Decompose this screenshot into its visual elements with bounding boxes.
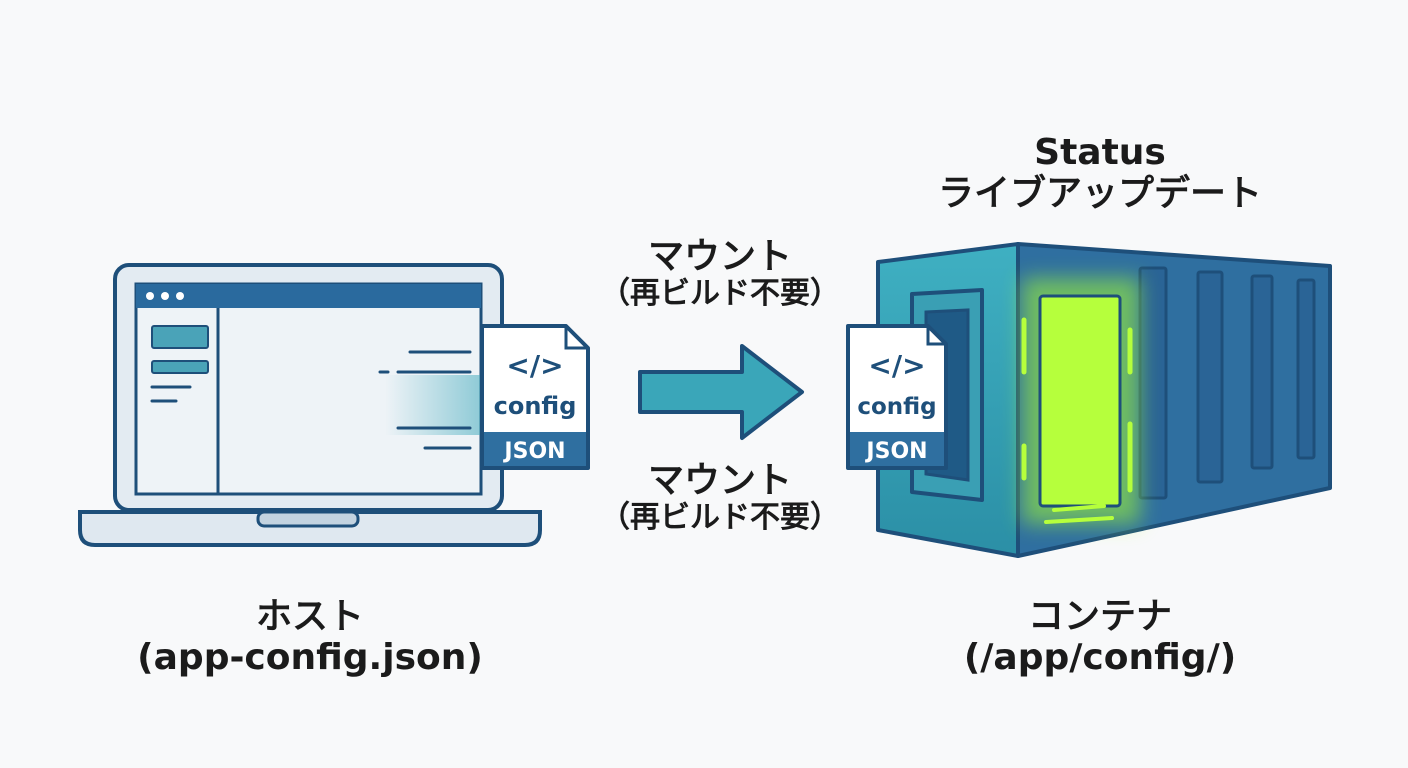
config-code-glyph: </> — [506, 349, 563, 382]
container-icon — [876, 242, 1332, 558]
container-path: (/app/config/) — [963, 637, 1237, 679]
container-config-file-name: config — [857, 394, 936, 420]
config-file-type: JSON — [502, 439, 565, 464]
mount-label-bottom: マウント （再ビルド不要） — [570, 460, 870, 536]
laptop-icon — [78, 263, 542, 547]
config-file-name: config — [494, 392, 577, 420]
container-title: コンテナ — [1027, 596, 1172, 637]
host-title: ホスト — [255, 596, 364, 637]
mount-label-top: マウント （再ビルド不要） — [570, 236, 870, 312]
status-title: Status — [1034, 132, 1166, 173]
mount-label-top-note: （再ビルド不要） — [600, 276, 840, 312]
config-file-icon: </> config JSON — [480, 324, 590, 470]
container-config-code-glyph: </> — [868, 349, 925, 382]
container-config-file-type: JSON — [864, 439, 927, 464]
status-subtitle: ライブアップデート — [937, 173, 1262, 215]
mount-label-bottom-note: （再ビルド不要） — [600, 500, 840, 536]
host-label: ホスト (app-config.json) — [130, 596, 490, 679]
mount-label-bottom-title: マウント — [647, 460, 792, 501]
container-config-file-icon: </> config JSON — [846, 324, 948, 470]
mount-label-top-title: マウント — [647, 236, 792, 277]
status-indicator — [1038, 294, 1122, 508]
container-label: コンテナ (/app/config/) — [940, 596, 1260, 679]
mount-arrow — [638, 344, 804, 440]
host-path: (app-config.json) — [137, 637, 483, 679]
status-label: Status ライブアップデート — [930, 132, 1270, 215]
